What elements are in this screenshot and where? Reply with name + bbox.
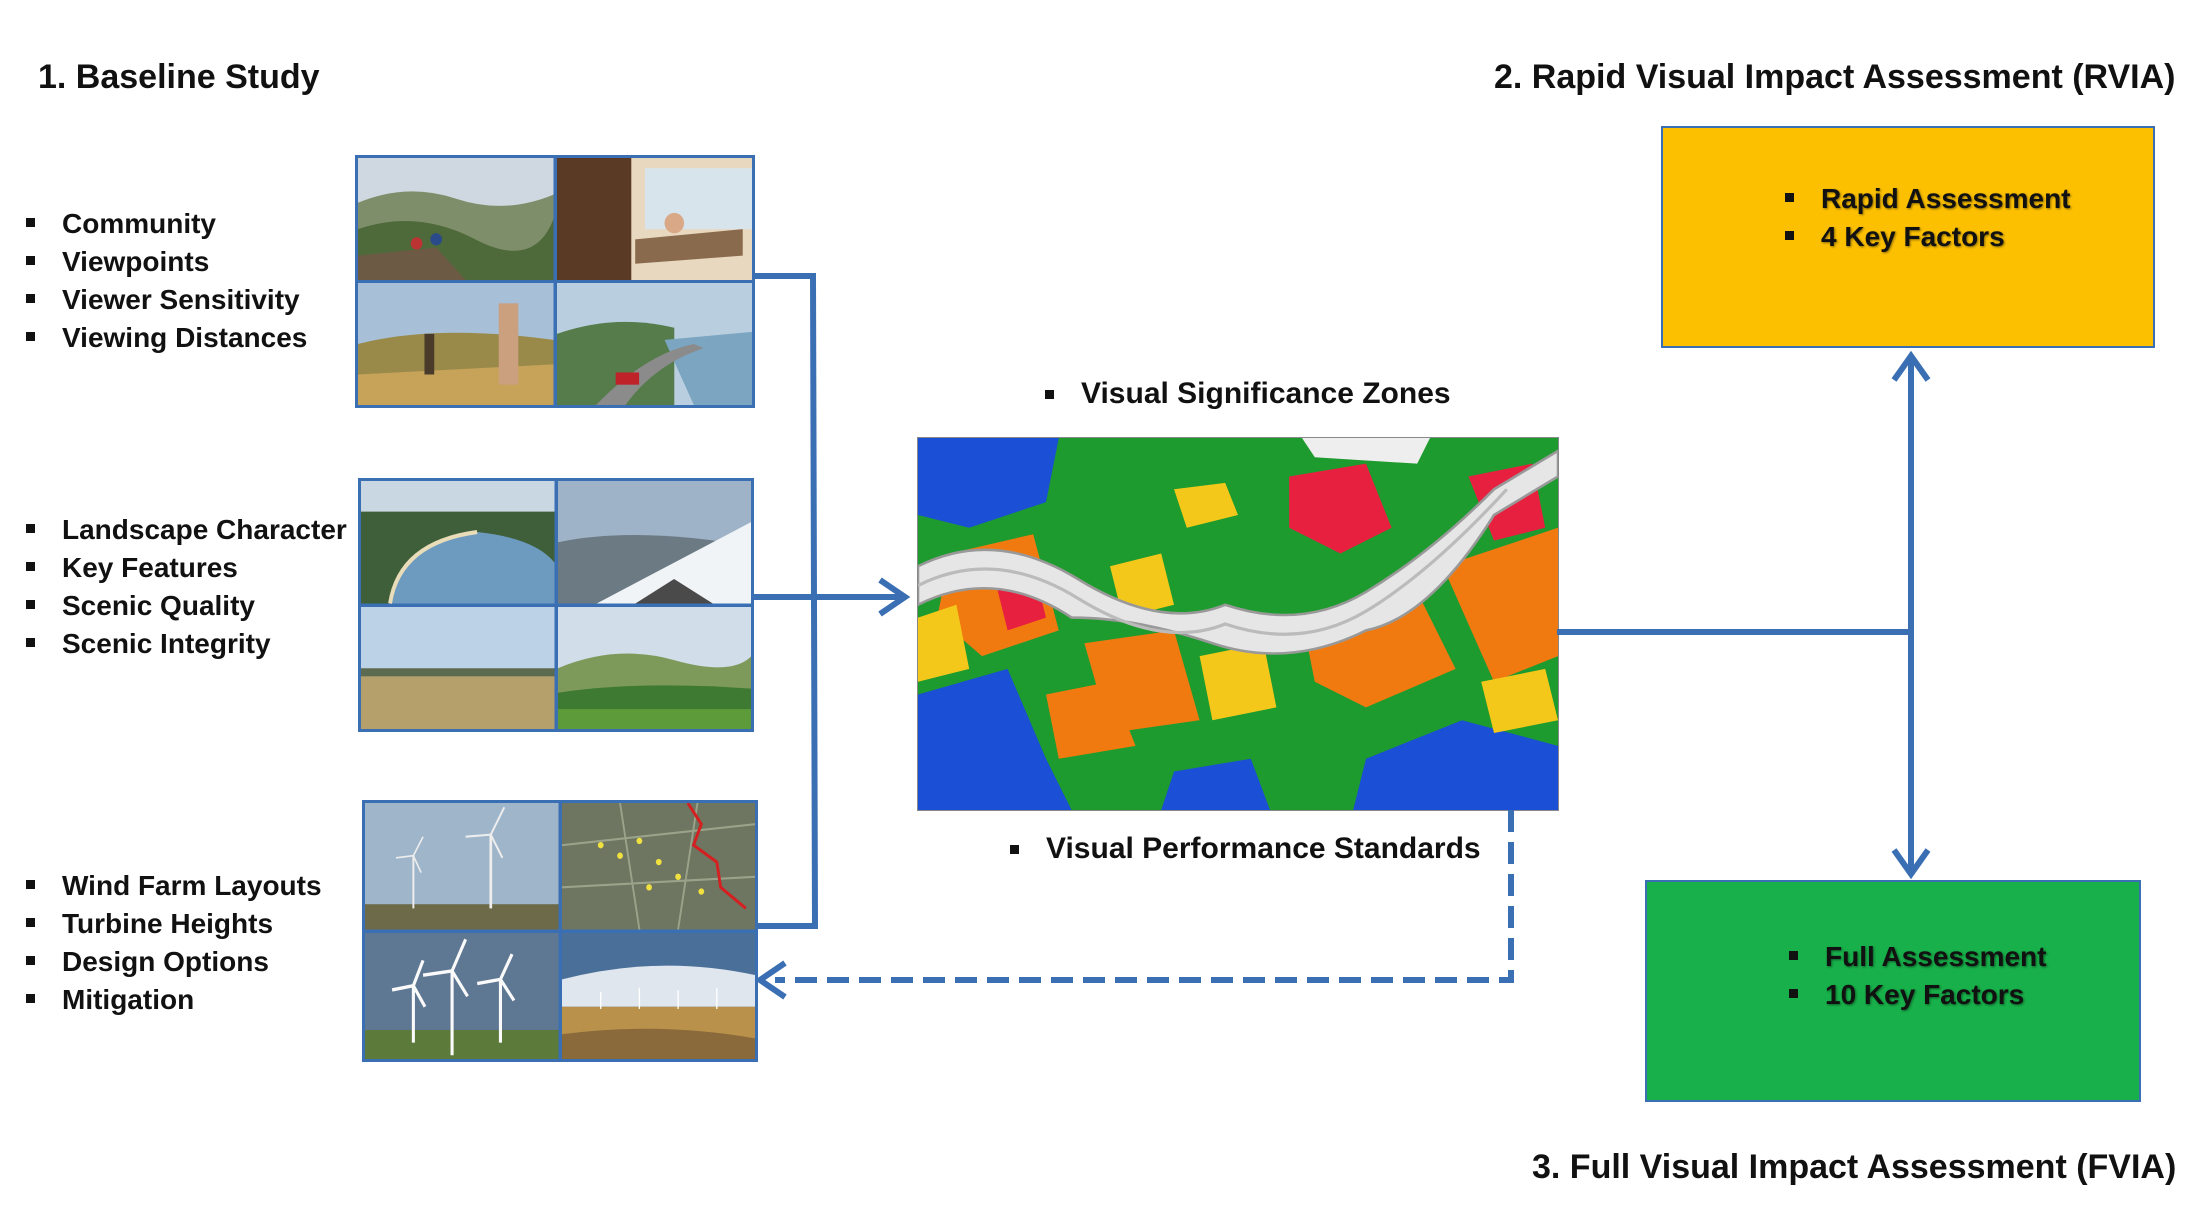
list-item: Wind Farm Layouts — [26, 867, 322, 905]
list-item: Viewpoints — [26, 243, 307, 281]
arrow-head-down-icon — [1891, 848, 1931, 880]
list-item: Turbine Heights — [26, 905, 322, 943]
list-item: Viewing Distances — [26, 319, 307, 357]
list-item: Scenic Quality — [26, 587, 347, 625]
list-item: Mitigation — [26, 981, 322, 1019]
rvia-items: Rapid Assessment 4 Key Factors — [1785, 180, 2071, 256]
list-item: Rapid Assessment — [1785, 180, 2071, 218]
list-item: Community — [26, 205, 307, 243]
photo-grid-windfarm — [362, 800, 758, 1062]
list-item: Key Features — [26, 549, 347, 587]
visual-significance-map — [917, 437, 1559, 811]
photo-grid-landscape — [358, 478, 754, 732]
rvia-title: 2. Rapid Visual Impact Assessment (RVIA) — [1494, 58, 2176, 96]
photo-coastal-road — [556, 283, 752, 405]
photo-turbines-sky — [365, 803, 559, 930]
fvia-items: Full Assessment 10 Key Factors — [1789, 938, 2046, 1014]
arrow-head-right-icon — [878, 577, 911, 617]
photo-bay-aerial — [361, 481, 555, 604]
list-item: 4 Key Factors — [1785, 218, 2071, 256]
list-item: Landscape Character — [26, 511, 347, 549]
photo-snow-mountain — [557, 481, 751, 604]
photo-layout-map — [561, 803, 755, 930]
photo-turbines-close — [365, 932, 559, 1059]
arrow-head-left-icon — [754, 960, 787, 1000]
list-item: Full Assessment — [1789, 938, 2046, 976]
baseline-study-title: 1. Baseline Study — [38, 58, 320, 96]
photo-grid-community — [355, 155, 755, 408]
fvia-title: 3. Full Visual Impact Assessment (FVIA) — [1532, 1148, 2177, 1186]
rvia-box: Rapid Assessment 4 Key Factors — [1661, 126, 2155, 348]
list-item: 10 Key Factors — [1789, 976, 2046, 1014]
photo-hikers-grass — [358, 283, 554, 405]
photo-turbines-farmland — [561, 932, 755, 1059]
photo-plains — [361, 606, 555, 729]
feedback-dashed-line — [775, 810, 1514, 983]
list-item: Design Options — [26, 943, 322, 981]
visual-significance-zones-label: Visual Significance Zones — [1045, 377, 1451, 411]
photo-green-hills — [557, 606, 751, 729]
list-item: Scenic Integrity — [26, 625, 347, 663]
fvia-box: Full Assessment 10 Key Factors — [1645, 880, 2141, 1102]
zones-map-graphic — [918, 438, 1558, 810]
photo-window-relax — [556, 158, 752, 280]
baseline-group-landscape: Landscape Character Key Features Scenic … — [26, 511, 347, 663]
visual-performance-standards-label: Visual Performance Standards — [1010, 832, 1481, 866]
baseline-bracket-line — [755, 273, 819, 929]
arrow-head-up-icon — [1891, 350, 1931, 382]
baseline-group-community: Community Viewpoints Viewer Sensitivity … — [26, 205, 307, 357]
photo-hikers-lookout — [358, 158, 554, 280]
list-item: Viewer Sensitivity — [26, 281, 307, 319]
baseline-group-windfarm: Wind Farm Layouts Turbine Heights Design… — [26, 867, 322, 1019]
